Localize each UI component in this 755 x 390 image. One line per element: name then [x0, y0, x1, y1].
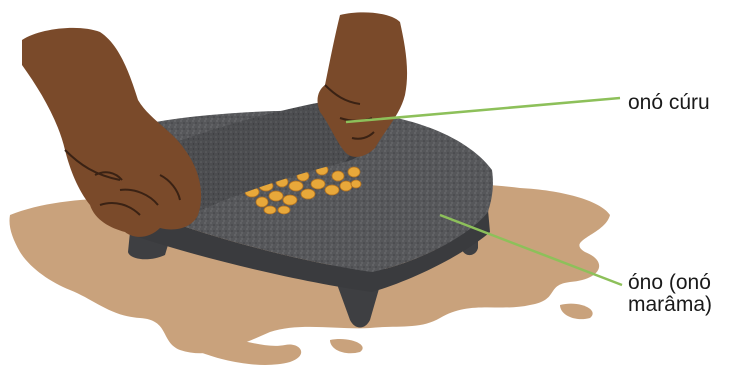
label-pestle: onó cúru: [628, 92, 710, 114]
label-grinding-stone-line1: óno (onó: [628, 272, 712, 294]
label-grinding-stone: óno (onó marâma): [628, 272, 712, 316]
label-grinding-stone-line2: marâma): [628, 294, 712, 316]
